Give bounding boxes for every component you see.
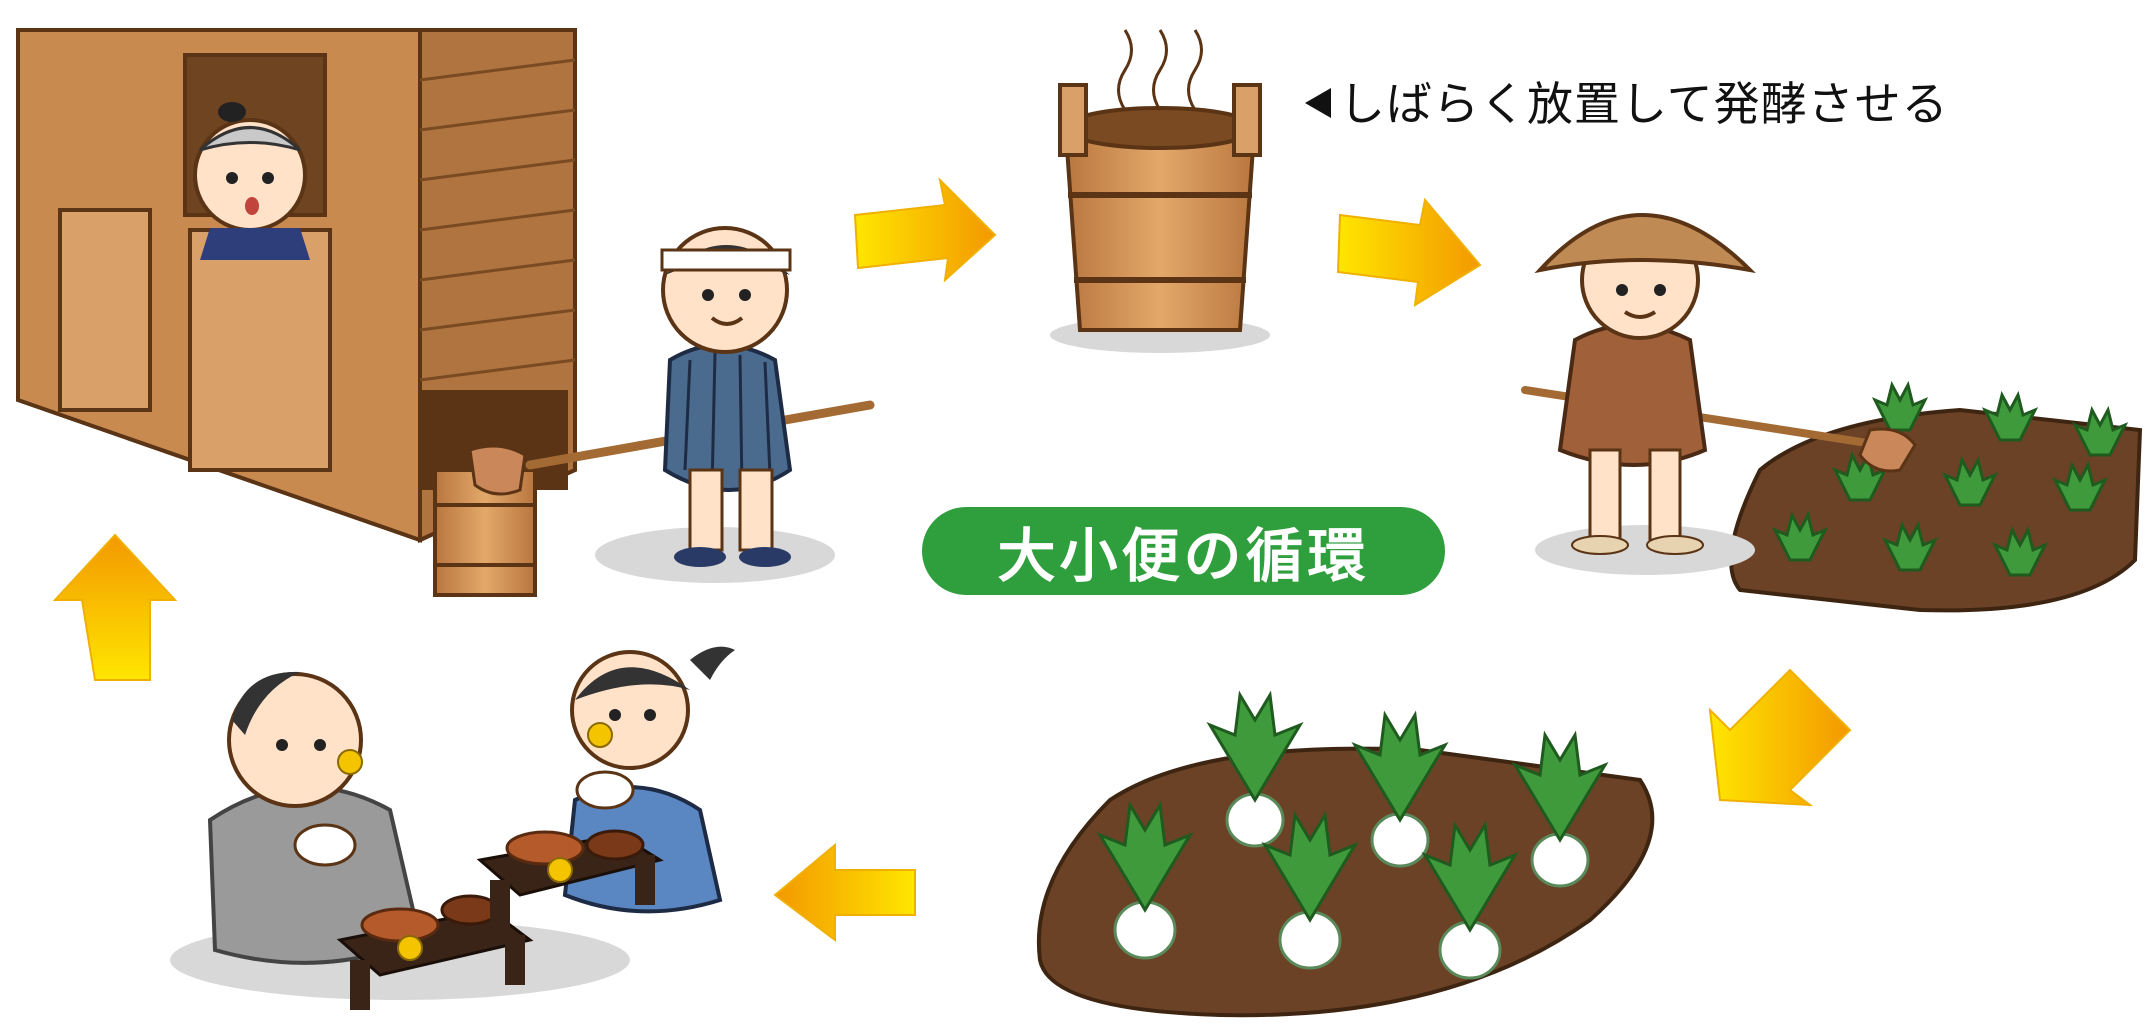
fertilizing-field: [1521, 213, 2143, 613]
collector-worker: [433, 226, 875, 597]
daikon-field: [1036, 690, 1655, 1018]
arrow-down-left: [1708, 668, 1852, 807]
arrow-right-2: [1336, 197, 1482, 307]
outhouse: [16, 28, 577, 544]
arrow-right-1: [853, 176, 997, 283]
meal-tray-front: [336, 894, 534, 1010]
fermentation-tub: [1050, 29, 1270, 353]
meal-tray-back: [476, 829, 664, 930]
arrow-left: [773, 842, 916, 942]
cycle-title: 大小便の循環: [997, 522, 1370, 590]
caption-pointer-icon: [1305, 88, 1331, 118]
man-in-window: [193, 102, 310, 260]
daikon-plants: [1096, 690, 1609, 980]
caption-text: しばらく放置して発酵させる: [1339, 77, 1949, 131]
fermentation-caption: しばらく放置して発酵させる: [1305, 68, 1949, 134]
cycle-title-badge: 大小便の循環: [922, 507, 1445, 595]
family-meal: [170, 646, 735, 1010]
arrow-up: [52, 533, 178, 681]
